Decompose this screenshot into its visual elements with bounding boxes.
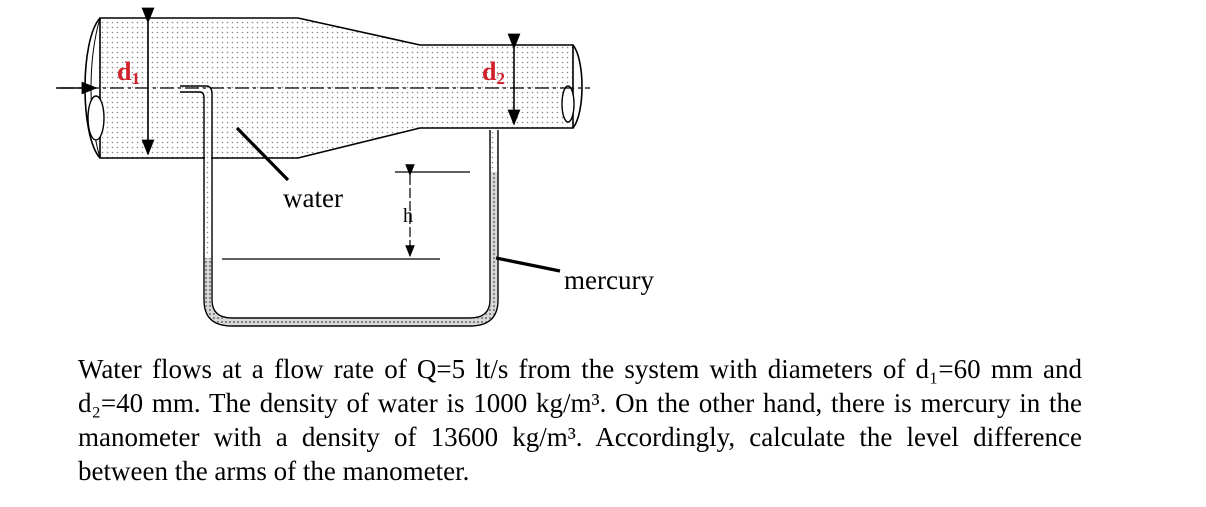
- water-leader: [235, 126, 290, 182]
- manometer-u-tube: [180, 85, 499, 327]
- h-label: h: [403, 205, 413, 227]
- mercury-leader: [495, 256, 561, 273]
- water-label: water: [283, 183, 343, 213]
- d1-label: d1: [117, 57, 140, 88]
- d2-label: d2: [482, 57, 505, 88]
- problem-statement: Water flows at a flow rate of Q=5 lt/s f…: [78, 354, 1082, 486]
- venturi-manometer-diagram: d1 d2 h water mercury: [56, 7, 654, 327]
- mercury-label: mercury: [564, 265, 654, 295]
- venturi-pipe: [84, 17, 583, 159]
